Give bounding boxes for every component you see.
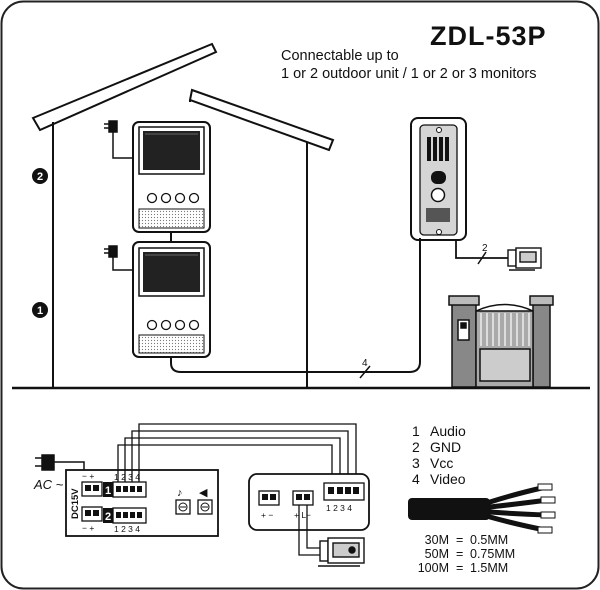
outdoor-lock-polarity: + L− [294,510,311,520]
floor-2-marker: 2 [32,168,48,184]
lock-cable-tick [477,251,487,265]
floor-2-label: 2 [37,171,43,183]
spec-3-size: 1.5MM [470,561,508,575]
cable-spec-table: 30M = 0.5MM 50M = 0.75MM 100M = 1.5MM [418,533,515,575]
legend-3-label: Vcc [430,455,453,471]
spec-2-size: 0.75MM [470,547,515,561]
legend-4-num: 4 [412,471,420,487]
psu-bottom-polarity: − + [82,523,94,533]
legend-1-label: Audio [430,423,466,439]
psu-top-polarity: − + [82,471,94,481]
spec-2-length: 50M [425,547,449,561]
outdoor-power-terminal [258,490,280,506]
monitor-upper [132,121,211,233]
port-2-connector: 2 [103,507,147,524]
monitor-terminal-board [65,469,219,537]
description-line-2: 1 or 2 outdoor unit / 1 or 2 or 3 monito… [281,66,537,82]
lock-cable-count: 2 [482,243,488,254]
lock-wire-pair [298,505,320,556]
monitor-lower [132,241,211,358]
electric-lock-small-icon [318,537,365,567]
floor-1-label: 1 [37,305,43,317]
outdoor-lock-terminal [292,490,314,506]
svg-text:♪: ♪ [177,487,183,499]
legend-3-num: 3 [412,455,420,471]
main-cable-tick [359,365,371,379]
music-switch-icon: ♪ [175,487,191,515]
spec-1-eq: = [456,533,463,547]
floor-1-marker: 1 [32,302,48,318]
spec-3-length: 100M [418,561,449,575]
spec-3-eq: = [456,561,463,575]
wire-legend: 1 Audio 2 GND 3 Vcc 4 Video [412,423,466,487]
main-cable-count: 4 [362,358,368,369]
model-title: ZDL-53P [430,21,547,51]
svg-text:◀: ◀ [199,487,208,499]
outdoor-video-pins: 1 2 3 4 [326,503,352,513]
four-wire-bus [117,423,357,483]
ac-label: AC ~ [33,477,64,492]
volume-switch-icon: ◀ [197,487,213,515]
spec-2-eq: = [456,547,463,561]
spec-1-size: 0.5MM [470,533,508,547]
port-2-label: 2 [105,511,111,523]
dc-voltage-label: DC15V [70,488,81,519]
spec-1-length: 30M [425,533,449,547]
outdoor-power-polarity: + − [261,510,273,520]
port-1-connector: 1 [103,481,147,498]
psu-terminal-bottom [81,506,103,522]
port-1-pins: 1 2 3 4 [114,472,140,482]
electric-lock-icon [507,247,542,271]
house-outline [31,42,335,388]
lock-cable [455,240,510,259]
gate-illustration [448,295,554,388]
legend-1-num: 1 [412,423,420,439]
port-1-label: 1 [105,485,111,497]
four-core-cable-illustration [408,483,556,534]
outdoor-unit [410,117,467,241]
legend-2-num: 2 [412,439,420,455]
main-cable [170,238,421,373]
psu-terminal-top [81,481,103,497]
power-adapter-upper-icon [104,120,133,159]
description-line-1: Connectable up to [281,48,399,64]
legend-2-label: GND [430,439,461,455]
port-2-pins: 1 2 3 4 [114,524,140,534]
legend-4-label: Video [430,471,466,487]
outdoor-video-connector [323,482,365,501]
power-adapter-lower-icon [104,245,133,271]
